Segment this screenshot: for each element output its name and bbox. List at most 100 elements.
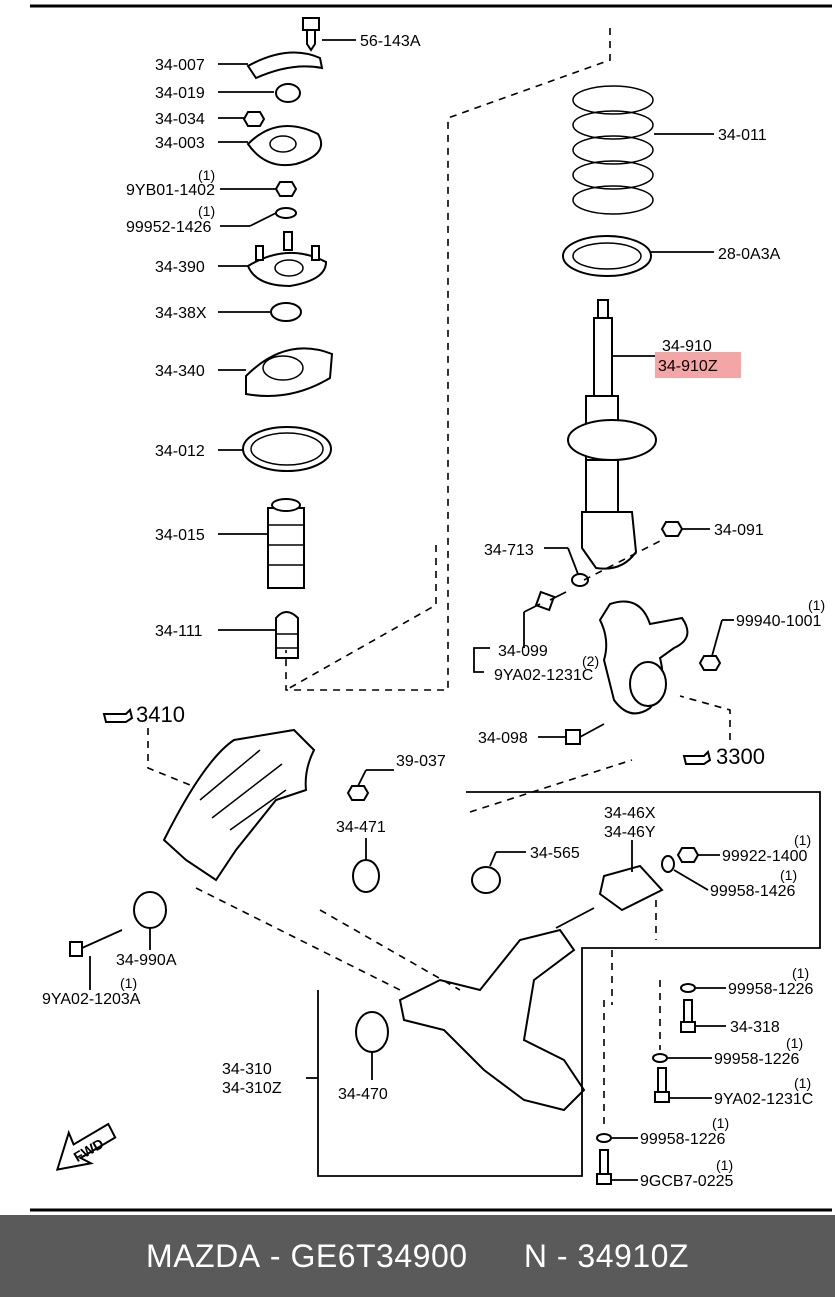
bushing-34-990a (133, 891, 167, 929)
dashed-guide-strut (583, 539, 663, 581)
footer-ref-prefix: N (523, 1237, 548, 1274)
qty-99958-1226-b: (1) (786, 1035, 803, 1051)
cap-34-019 (275, 83, 301, 103)
highlight-box (655, 352, 741, 378)
nut-9yb01-1402 (274, 181, 298, 197)
bolt-34-099 (534, 590, 567, 612)
label-34-390: 34-390 (155, 259, 205, 276)
spring-34-011 (572, 85, 654, 215)
label-34-713: 34-713 (484, 542, 534, 559)
label-34-007: 34-007 (155, 57, 205, 74)
qty-99958-1226-c: (1) (712, 1115, 729, 1131)
label-99922-1400: 99922-1400 (722, 848, 808, 865)
label-ref-3300: 3300 (716, 744, 765, 769)
qty-99940-1001: (1) (808, 597, 825, 613)
label-34-910z: 34-910Z (658, 358, 718, 375)
label-34-340: 34-340 (155, 363, 205, 380)
washer-99958-1226-a (680, 983, 696, 993)
label-34-012: 34-012 (155, 443, 205, 460)
washer-34-713 (571, 573, 589, 587)
dashed-guide-bolts (603, 980, 661, 1130)
qty-9ya02-1231c-a: (2) (582, 653, 599, 669)
steering-knuckle (598, 600, 689, 715)
bracket-34-007 (246, 51, 324, 80)
label-28-0a3a: 28-0A3A (718, 246, 781, 263)
arm-group-box (317, 791, 821, 1177)
label-9gcb7-0225: 9GCB7-0225 (640, 1173, 733, 1190)
mount-34-390 (246, 231, 328, 288)
footer-sep: - (547, 1237, 578, 1274)
label-34-019: 34-019 (155, 85, 205, 102)
pointing-hand-icon (102, 708, 134, 723)
dashed-guide-3410 (147, 728, 191, 786)
label-34-111: 34-111 (155, 623, 203, 640)
label-9ya02-1231c-a: 9YA02-1231C (494, 667, 593, 684)
bolt-9ya02-1203a (69, 929, 123, 957)
plate-34-003 (246, 125, 323, 166)
bolt-34-318 (680, 999, 696, 1033)
label-34-310z: 34-310Z (222, 1080, 282, 1097)
washer-99958-1226-b (652, 1053, 668, 1063)
label-34-46y: 34-46Y (604, 824, 656, 841)
label-34-015: 34-015 (155, 527, 205, 544)
footer-bar: MAZDA - GE6T34900 N - 34910Z (0, 1215, 835, 1297)
label-34-099: 34-099 (498, 643, 548, 660)
dashed-guide-upper (285, 28, 611, 691)
qty-9ya02-1231c-b: (1) (794, 1075, 811, 1091)
seat-34-340 (245, 347, 334, 397)
label-99952-1426: 99952-1426 (126, 219, 212, 236)
label-9ya02-1203a: 9YA02-1203A (42, 991, 141, 1008)
nut-99940-1001 (698, 655, 722, 671)
label-9yb01-1402: 9YB01-1402 (126, 182, 215, 199)
label-99958-1226-b: 99958-1226 (714, 1051, 800, 1068)
footer-part-number: GE6T34900 (290, 1237, 468, 1274)
label-56-143a: 56-143A (360, 33, 421, 50)
label-34-003: 34-003 (155, 135, 205, 152)
label-34-46x: 34-46X (604, 805, 656, 822)
lower-arm-34-310 (398, 907, 595, 1112)
leader-lines (89, 39, 734, 1181)
qty-99958-1426: (1) (780, 867, 797, 883)
label-ref-3410: 3410 (136, 702, 185, 727)
label-34-910: 34-910 (662, 338, 712, 355)
label-34-318: 34-318 (730, 1019, 780, 1036)
qty-99958-1226-a: (1) (792, 965, 809, 981)
qty-9ya02-1203a: (1) (120, 975, 137, 991)
bolt-9ya02-1231c-b (654, 1067, 670, 1103)
label-9ya02-1231c-b: 9YA02-1231C (714, 1091, 813, 1108)
label-99958-1426: 99958-1426 (710, 883, 796, 900)
ring-34-012 (242, 426, 332, 472)
label-34-034: 34-034 (155, 111, 205, 128)
washer-99958-1426 (661, 855, 675, 873)
strut-34-910 (567, 299, 657, 570)
bushing-34-470 (355, 1011, 389, 1053)
label-34-470: 34-470 (338, 1086, 388, 1103)
label-34-471: 34-471 (336, 819, 386, 836)
qty-9yb01-1402: (1) (198, 167, 215, 183)
spring-seat-28-0a3a (562, 235, 652, 277)
footer-brand: MAZDA (146, 1237, 261, 1274)
pointing-hand-icon (682, 750, 712, 765)
label-34-091: 34-091 (714, 522, 764, 539)
parts-diagram: FWD 56-143A 34-007 34-019 34-034 34-003 … (30, 4, 832, 1212)
nut-99922-1400 (676, 847, 700, 863)
nut-34-091 (660, 521, 684, 537)
bearing-34-38x (270, 302, 302, 322)
bracket-34-46x (598, 864, 664, 912)
qty-99922-1400: (1) (794, 832, 811, 848)
qty-99952-1426: (1) (198, 203, 215, 219)
bolt-56-143a (302, 17, 320, 52)
bolt-34-098 (565, 723, 605, 745)
label-34-310: 34-310 (222, 1061, 272, 1078)
bump-stop-34-111 (275, 611, 299, 659)
fwd-arrow-icon (55, 1122, 117, 1171)
boot-34-015 (267, 498, 305, 589)
label-34-011: 34-011 (718, 127, 767, 144)
washer-99952-1426 (275, 207, 297, 219)
bolt-9gcb7-0225 (596, 1149, 612, 1185)
dashed-guide-arm (195, 759, 657, 1005)
crossmember-3410 (162, 728, 316, 882)
label-34-990a: 34-990A (116, 952, 177, 969)
label-99940-1001: 99940-1001 (736, 613, 822, 630)
label-39-037: 39-037 (396, 753, 446, 770)
